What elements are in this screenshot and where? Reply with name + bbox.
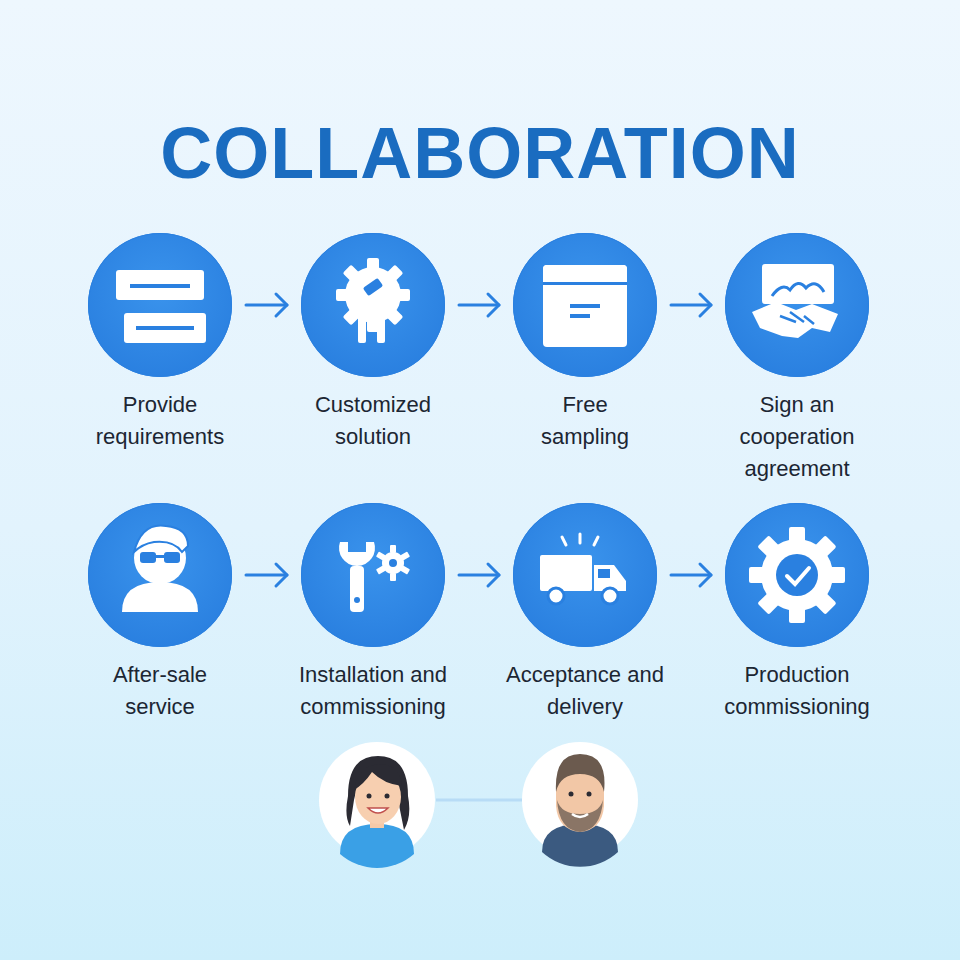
avatars [319,742,638,868]
handshake-icon [752,264,838,338]
step-label: After-sale service [85,659,235,723]
step-label: Provide requirements [80,389,240,453]
wrench-icon [339,542,410,612]
circle-outline [725,233,869,377]
step-label: Production commissioning [717,659,877,723]
step-label: Sign an cooperation agreement [722,389,872,485]
circle-outline [513,503,657,647]
gear-icon [336,258,410,343]
step-label: Free sampling [535,389,635,453]
circle-outline [88,233,232,377]
step-circle: Sign an cooperation agreement [725,233,869,377]
flow-arrow [671,294,711,316]
step-label: Acceptance and delivery [498,659,673,723]
step-circle: Provide requirements [88,233,232,377]
flow-arrow [246,294,287,316]
circle-outline [725,503,869,647]
step-circle: Production commissioning [725,503,869,647]
circle-outline [301,503,445,647]
step-circle: Customized solution [301,233,445,377]
step-circle: Acceptance and delivery [513,503,657,647]
flow-arrow [459,564,499,586]
circle-outline [513,233,657,377]
flow-arrow [671,564,711,586]
step-circle: After-sale service [88,503,232,647]
step-label: Customized solution [293,389,453,453]
step-circle: Free sampling [513,233,657,377]
truck-icon [540,534,626,604]
gear-check-icon [749,527,845,623]
flow-arrow [459,294,499,316]
person-icon [122,526,198,612]
flow-arrow [246,564,287,586]
circle-outline [301,233,445,377]
circle-outline [88,503,232,647]
step-label: Installation and commissioning [273,659,473,723]
form-icon [116,270,206,343]
step-circle: Installation and commissioning [301,503,445,647]
document-icon [543,265,627,347]
diagram-title: COLLABORATION [0,112,960,194]
